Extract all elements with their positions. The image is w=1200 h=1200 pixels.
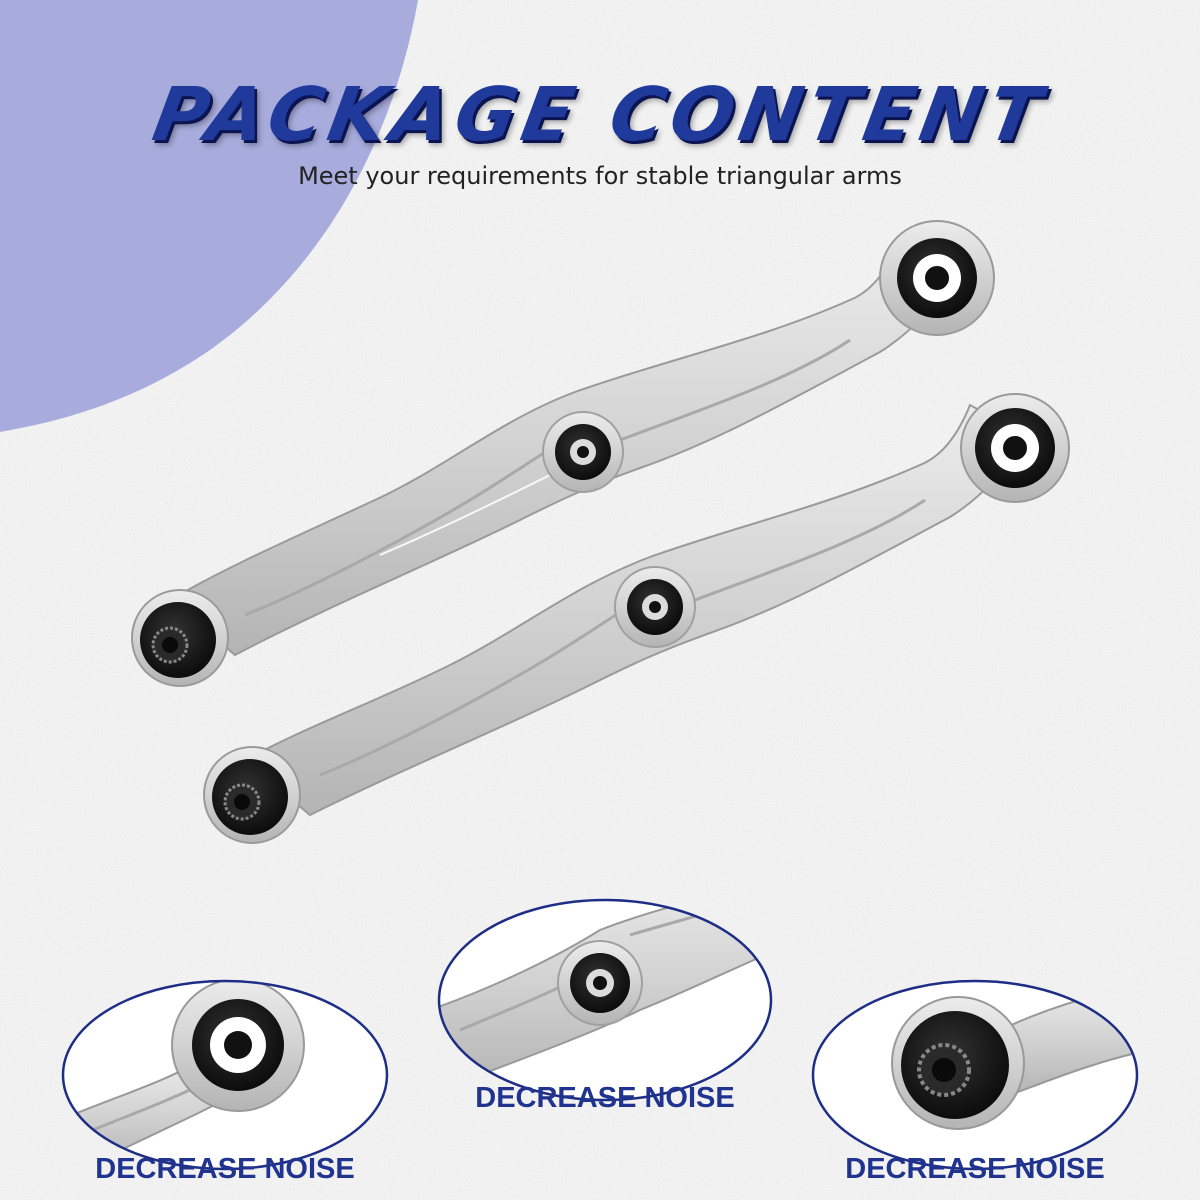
callout-label-center: DECREASE NOISE [475, 1082, 735, 1114]
control-arm-lower [203, 393, 1070, 844]
callout-right-detail [811, 979, 1139, 1171]
page-subtitle: Meet your requirements for stable triang… [298, 162, 902, 190]
control-arm-upper [131, 220, 995, 687]
lavender-corner-shape [0, 0, 418, 432]
callout-label-right: DECREASE NOISE [845, 1153, 1105, 1185]
callout-center-detail [437, 898, 773, 1102]
callout-left-detail [61, 979, 389, 1171]
callout-label-left: DECREASE NOISE [95, 1153, 355, 1185]
